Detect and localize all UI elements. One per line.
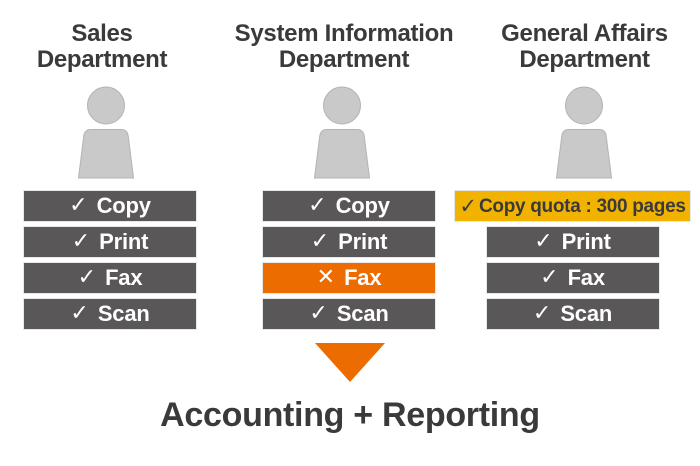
capability-list: ✓ Copy ✓ Print ✕ Fax ✓ Scan — [263, 191, 435, 335]
capability-bar-copy: ✓ Copy — [24, 191, 196, 221]
capability-bar-fax-denied: ✕ Fax — [263, 263, 435, 293]
department-column-sales: Sales Department ✓ Copy ✓ Print ✓ Fax ✓ … — [24, 0, 196, 466]
department-title: General Affairs Department — [435, 21, 700, 73]
capability-bar-copy: ✓ Copy — [263, 191, 435, 221]
copy-quota-bar: ✓ Copy quota : 300 pages — [455, 191, 690, 221]
capability-label: Fax — [344, 265, 382, 290]
capability-bar-print: ✓ Print — [24, 227, 196, 257]
check-icon: ✓ — [540, 265, 559, 290]
capability-label: Print — [338, 229, 388, 254]
department-title-line: Department — [278, 46, 410, 73]
check-icon: ✓ — [69, 193, 88, 218]
check-icon: ✓ — [71, 229, 91, 254]
capability-bar-scan: ✓ Scan — [486, 299, 659, 329]
down-arrow-icon — [315, 343, 385, 382]
department-title-line: System Information — [234, 20, 454, 47]
department-title: Sales Department — [0, 21, 252, 73]
capability-list: ✓ Copy ✓ Print ✓ Fax ✓ Scan — [24, 191, 196, 335]
check-icon: ✓ — [70, 301, 89, 326]
capability-label: Print — [561, 229, 611, 254]
check-icon: ✓ — [308, 193, 327, 218]
capability-label: Fax — [567, 265, 606, 290]
copy-quota-label: Copy quota : 300 pages — [478, 195, 686, 217]
department-column-general-affairs: General Affairs Department ✓ Copy quota … — [455, 0, 690, 466]
check-icon: ✓ — [534, 229, 553, 254]
department-column-system-information: System Information Department ✓ Copy ✓ P… — [235, 0, 454, 466]
capability-label: Scan — [560, 301, 613, 326]
cross-icon: ✕ — [316, 265, 336, 290]
capability-bar-scan: ✓ Scan — [24, 299, 196, 329]
check-icon: ✓ — [309, 301, 328, 326]
capability-label: Scan — [97, 301, 150, 326]
capability-bar-scan: ✓ Scan — [263, 299, 435, 329]
check-icon: ✓ — [459, 193, 477, 218]
person-icon — [77, 86, 135, 179]
person-icon — [555, 86, 612, 179]
capability-bar-print: ✓ Print — [263, 227, 435, 257]
capability-bar-fax: ✓ Fax — [24, 263, 196, 293]
check-icon: ✓ — [77, 265, 97, 290]
capability-label: Copy — [96, 193, 151, 218]
check-icon: ✓ — [532, 301, 552, 326]
capability-label: Print — [99, 229, 149, 254]
department-title-line: Sales — [71, 20, 133, 47]
department-title-line: Department — [36, 46, 168, 73]
capability-label: Fax — [105, 265, 143, 290]
capability-bar-fax: ✓ Fax — [486, 263, 659, 293]
capability-label: Scan — [336, 301, 389, 326]
capability-list: ✓ Copy quota : 300 pages ✓ Print ✓ Fax ✓… — [455, 191, 690, 335]
person-icon — [313, 86, 371, 179]
capability-bar-print: ✓ Print — [486, 227, 659, 257]
check-icon: ✓ — [310, 229, 330, 254]
accounting-reporting-label: Accounting + Reporting — [160, 396, 540, 434]
department-title-line: General Affairs — [501, 20, 668, 47]
capability-label: Copy — [335, 193, 390, 218]
department-title: System Information Department — [194, 21, 494, 73]
department-title-line: Department — [519, 46, 650, 73]
